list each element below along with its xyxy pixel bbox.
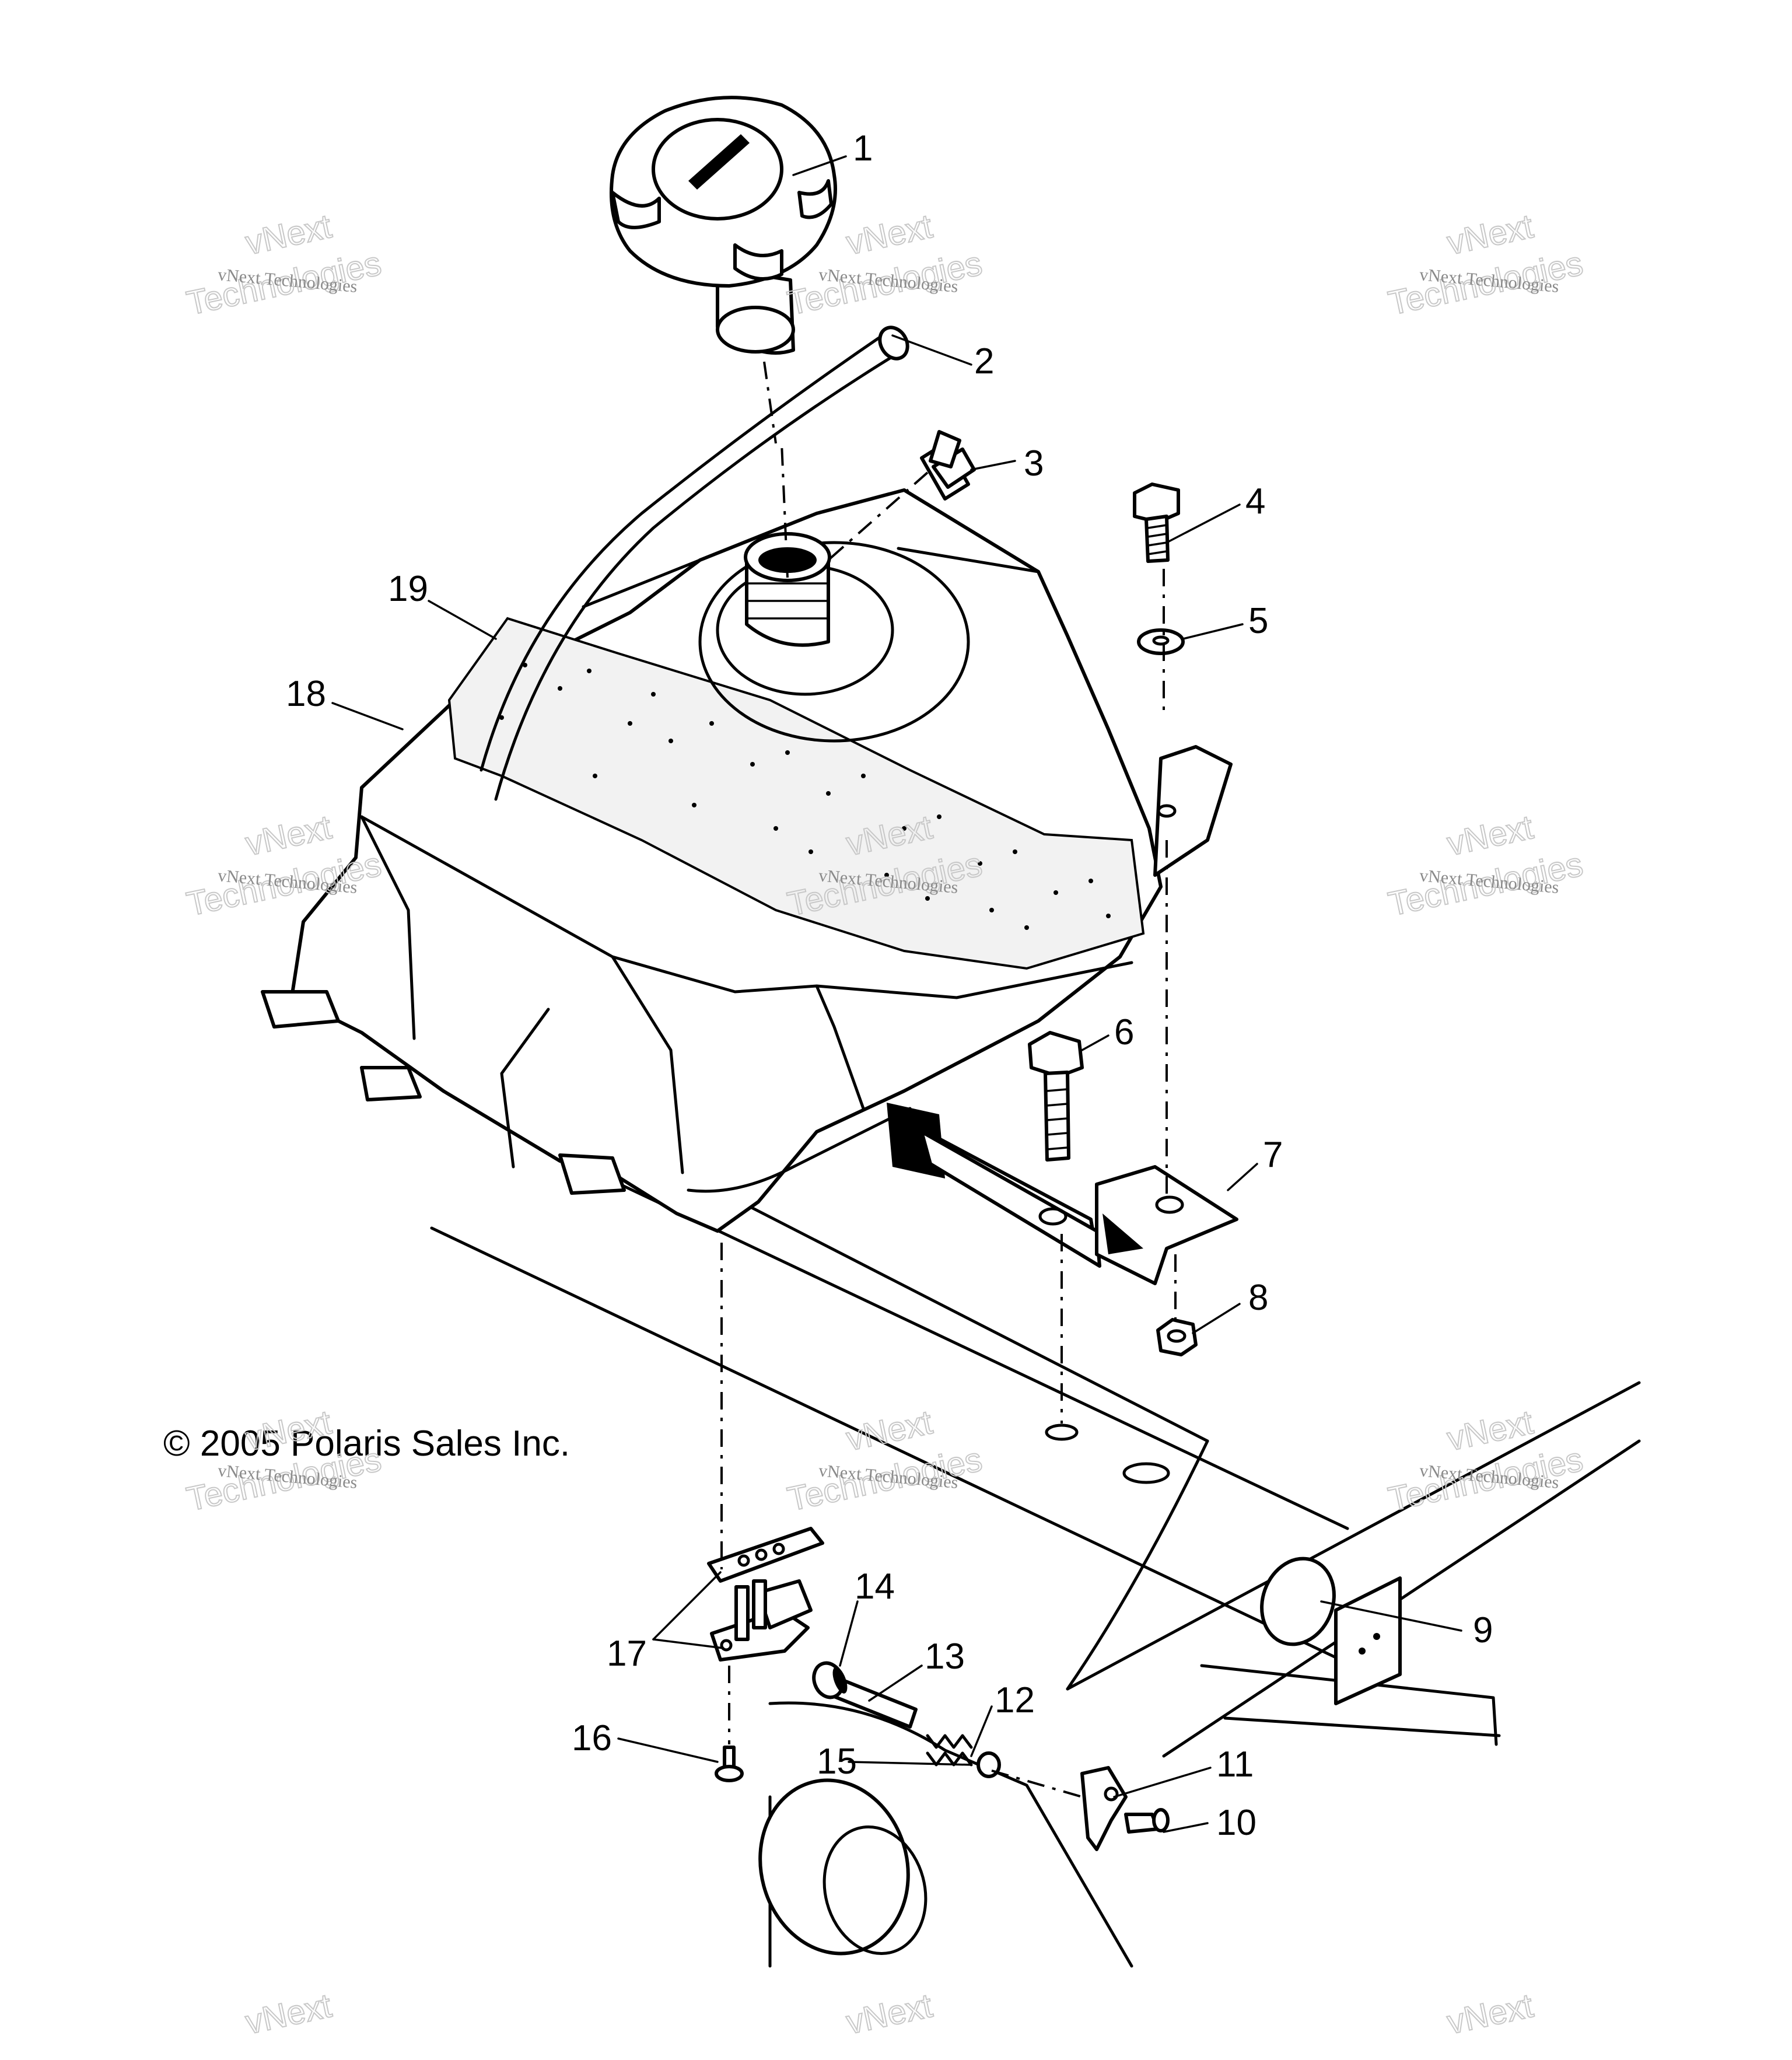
watermark: vNext Technologies vNext Technologies xyxy=(183,207,385,323)
watermark-big-1: vNext xyxy=(242,207,335,262)
frame-rails xyxy=(430,1168,1641,1968)
watermarks: vNext Technologies vNext Technologies vN… xyxy=(183,207,1587,2042)
part-5-washer xyxy=(1137,628,1185,655)
part-14-o-ring xyxy=(812,1661,848,1699)
watermark-big-1: vNext xyxy=(1444,1986,1536,2041)
leader-lines xyxy=(331,155,1462,1833)
part-1-gas-cap xyxy=(610,96,837,355)
callout-numbers: 1 2 3 4 5 6 7 8 9 10 11 12 13 14 15 16 1… xyxy=(286,128,1493,1843)
watermark: vNext xyxy=(1443,1986,1537,2042)
callout-7: 7 xyxy=(1263,1135,1283,1175)
frame-bracket xyxy=(1334,1576,1402,1705)
watermark-big-1: vNext xyxy=(1444,808,1536,863)
callout-13: 13 xyxy=(925,1636,965,1677)
assembly-lines xyxy=(720,361,1177,1798)
watermark-big-1: vNext xyxy=(843,1403,936,1458)
part-19-foam-pad xyxy=(447,617,1145,970)
watermark: vNext Technologies vNext Technologies xyxy=(1384,807,1587,924)
part-9-decal xyxy=(1260,1557,1336,1646)
callout-15: 15 xyxy=(817,1741,857,1782)
part-2-vent-hose xyxy=(480,326,909,801)
watermark-big-1: vNext xyxy=(1444,1403,1536,1458)
callout-9: 9 xyxy=(1473,1610,1493,1650)
callout-16: 16 xyxy=(572,1718,612,1758)
callout-12: 12 xyxy=(995,1680,1035,1720)
callout-4: 4 xyxy=(1245,481,1265,522)
callout-1: 1 xyxy=(853,128,873,169)
watermark-big-1: vNext xyxy=(843,207,936,262)
callout-10: 10 xyxy=(1216,1803,1256,1843)
watermark-big-1: vNext xyxy=(843,1986,936,2041)
part-8-nut xyxy=(1156,1318,1198,1356)
watermark-big-1: vNext xyxy=(1444,207,1536,262)
watermark: vNext Technologies vNext Technologies xyxy=(1384,207,1587,323)
callout-17: 17 xyxy=(607,1634,647,1674)
callout-6: 6 xyxy=(1114,1012,1134,1052)
copyright-text: © 2005 Polaris Sales Inc. xyxy=(163,1424,570,1464)
part-10-screw xyxy=(1124,1808,1170,1834)
part-4-bolt xyxy=(1133,482,1180,563)
callout-3: 3 xyxy=(1024,443,1044,484)
callout-8: 8 xyxy=(1248,1278,1268,1318)
watermark-big-1: vNext xyxy=(242,1986,335,2041)
watermark: vNext xyxy=(242,1986,335,2042)
callout-19: 19 xyxy=(388,569,428,609)
callout-18: 18 xyxy=(286,674,326,714)
callout-14: 14 xyxy=(855,1566,895,1607)
part-3-fitting xyxy=(920,430,976,501)
part-11-knob xyxy=(1080,1766,1128,1851)
watermark: vNext xyxy=(842,1986,936,2042)
part-12-spring xyxy=(926,1734,973,1767)
part-17-fuel-valve xyxy=(707,1527,824,1662)
callout-11: 11 xyxy=(1216,1744,1254,1785)
frame-cylinder xyxy=(758,1778,928,1956)
callout-2: 2 xyxy=(974,341,994,382)
watermark: vNext Technologies vNext Technologies xyxy=(1384,1403,1587,1519)
watermark-big-1: vNext xyxy=(242,808,335,863)
part-6-bolt xyxy=(1028,1031,1084,1162)
part-7-mount-bracket xyxy=(887,1103,1238,1285)
watermark: vNext Technologies vNext Technologies xyxy=(783,1403,986,1519)
callout-5: 5 xyxy=(1248,601,1268,641)
part-16-screw xyxy=(715,1746,744,1782)
